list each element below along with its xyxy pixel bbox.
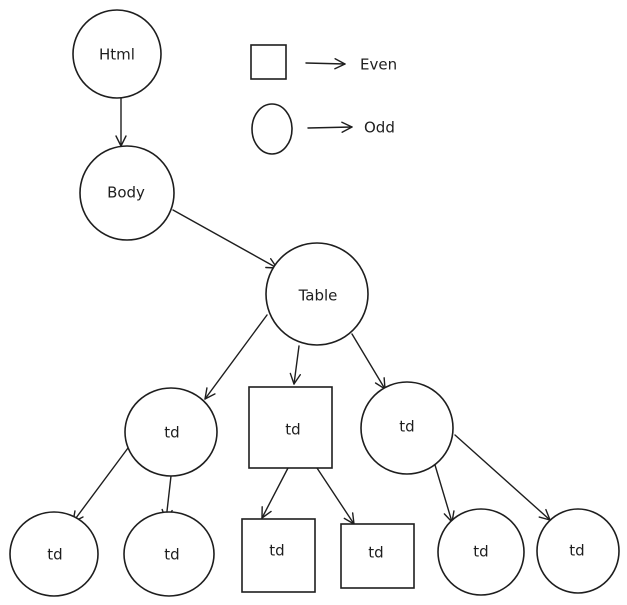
- node-td-leaf-4-label: td: [368, 544, 383, 562]
- edge-td-right-leaf-6: [454, 434, 551, 521]
- node-td-right: td: [360, 381, 454, 475]
- edge-td-left-leaf-1: [72, 447, 129, 523]
- node-td-middle: td: [248, 386, 333, 469]
- node-td-leaf-4-square: [340, 523, 415, 589]
- node-td-leaf-3-label: td: [269, 542, 284, 560]
- legend-even-square: [250, 44, 287, 80]
- legend-even-label: Even: [360, 56, 397, 74]
- node-td-leaf-6-label: td: [569, 542, 584, 560]
- node-td-right-label: td: [399, 418, 414, 436]
- node-td-leaf-3-square: [241, 518, 316, 593]
- node-td-left: td: [124, 387, 218, 477]
- node-td-leaf-2-label: td: [164, 546, 179, 564]
- node-table-label: Table: [298, 287, 338, 305]
- node-td-right-circle: [360, 381, 454, 475]
- node-td-leaf-1: td: [9, 511, 99, 597]
- node-body-circle: [79, 145, 175, 241]
- legend-odd-label: Odd: [364, 119, 395, 137]
- edge-td-middle-leaf-4: [316, 467, 355, 525]
- node-html-circle: [72, 9, 162, 99]
- node-body-label: Body: [107, 184, 145, 202]
- node-html: Html: [72, 9, 162, 99]
- node-td-leaf-5: td: [437, 508, 525, 596]
- node-td-leaf-5-circle: [437, 508, 525, 596]
- node-td-leaf-5-label: td: [473, 543, 488, 561]
- edge-table-td-right: [351, 333, 386, 390]
- node-html-label: Html: [99, 46, 135, 64]
- node-td-leaf-1-label: td: [47, 546, 62, 564]
- node-td-middle-square: [248, 386, 333, 469]
- node-td-leaf-1-circle: [9, 511, 99, 597]
- node-td-leaf-2: td: [123, 511, 215, 597]
- node-td-middle-label: td: [285, 421, 300, 439]
- node-td-left-circle: [124, 387, 218, 477]
- node-td-leaf-6: td: [536, 508, 620, 594]
- edge-table-td-left: [204, 314, 268, 400]
- legend: Even Odd: [250, 44, 397, 155]
- node-td-left-label: td: [164, 424, 179, 442]
- legend-odd-circle: [251, 103, 293, 155]
- edge-td-right-leaf-5: [434, 464, 455, 523]
- edge-td-middle-leaf-3: [261, 467, 289, 519]
- node-td-leaf-6-circle: [536, 508, 620, 594]
- legend-even-arrow: [305, 58, 346, 70]
- edges: [72, 97, 551, 525]
- node-td-leaf-2-circle: [123, 511, 215, 597]
- node-td-leaf-3: td: [241, 518, 316, 593]
- edge-body-table: [172, 209, 278, 269]
- node-table: Table: [265, 242, 369, 346]
- legend-odd-arrow: [307, 121, 353, 133]
- node-table-circle: [265, 242, 369, 346]
- node-td-leaf-4: td: [340, 523, 415, 589]
- node-body: Body: [79, 145, 175, 241]
- edge-table-td-middle: [289, 345, 301, 385]
